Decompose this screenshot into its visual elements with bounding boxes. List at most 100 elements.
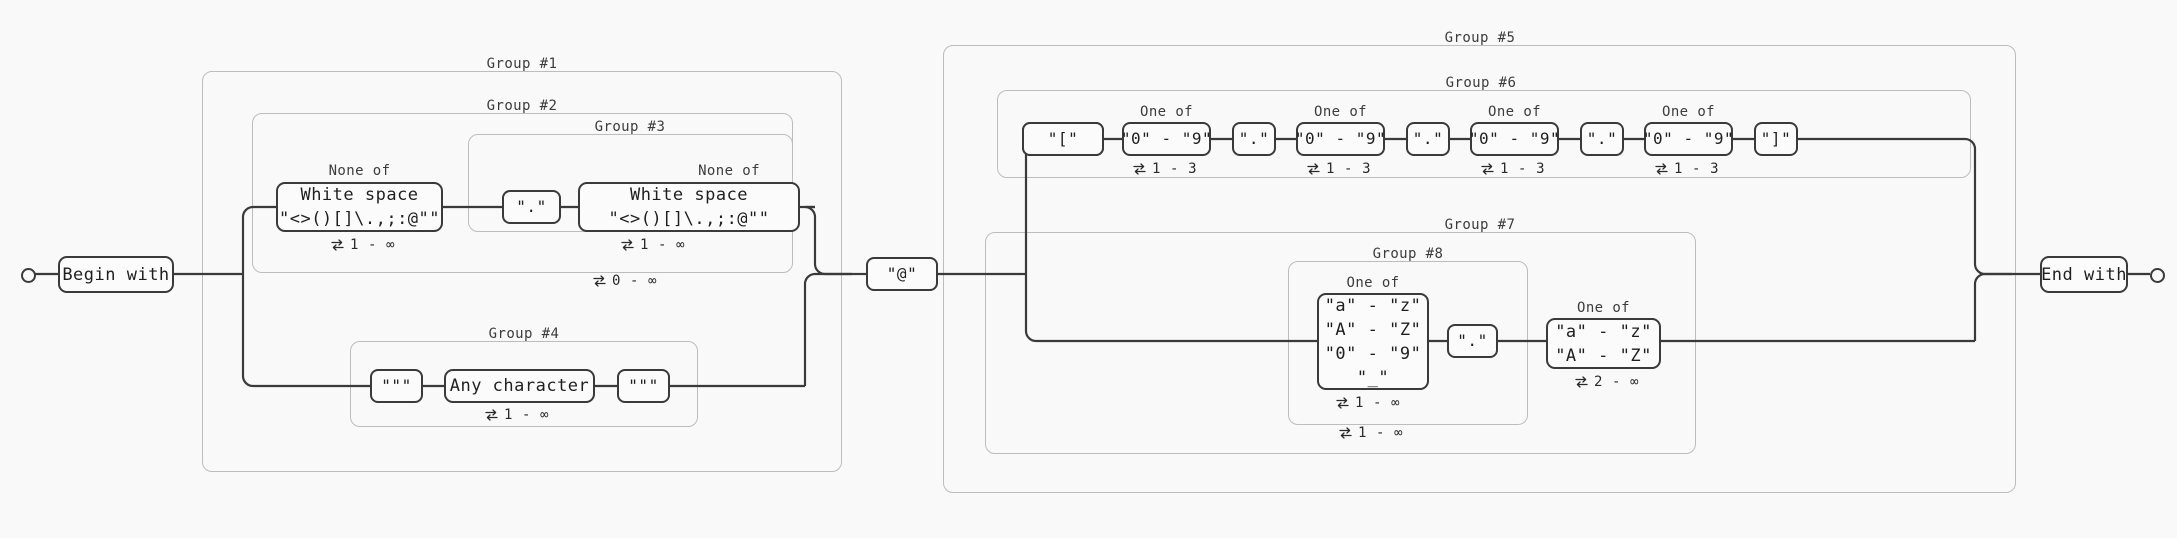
- none-of-whitespace-line1-2: White space: [629, 185, 749, 205]
- quantifier-group-8-text: 1 - ∞: [1358, 425, 1404, 441]
- group-frame-5: [943, 45, 2016, 493]
- quantifier-digit-2: 1 - 3: [1306, 161, 1371, 177]
- quantifier-whitespace-1: 1 - ∞: [330, 237, 395, 253]
- quantifier-domain-class: 1 - ∞: [1335, 395, 1400, 411]
- quantifier-digit-1: 1 - 3: [1132, 161, 1197, 177]
- repeat-icon: [621, 239, 634, 251]
- dot-ip-node-2[interactable]: ".": [1406, 122, 1450, 156]
- group-frame-6: [997, 90, 1971, 178]
- dot-node-g2[interactable]: ".": [502, 190, 561, 224]
- tld-class-line2: "A" - "Z": [1555, 345, 1652, 366]
- group-label-3: Group #3: [594, 119, 666, 135]
- quantifier-digit-4: 1 - 3: [1654, 161, 1719, 177]
- quantifier-group-3: 0 - ∞: [592, 273, 657, 289]
- dot-domain-label: ".": [1457, 331, 1488, 350]
- quote-close-node[interactable]: """: [617, 369, 670, 403]
- caption-one-of-digit-3: One of: [1488, 104, 1541, 120]
- quantifier-tld-class-text: 2 - ∞: [1594, 374, 1640, 390]
- digit-range-node-3[interactable]: "0" - "9": [1468, 122, 1561, 156]
- end-with-node[interactable]: End with: [2040, 256, 2128, 293]
- bracket-close-label: "]": [1760, 129, 1792, 148]
- digit-range-label-1: "0" - "9": [1120, 129, 1213, 148]
- end-terminal: [2150, 268, 2165, 283]
- repeat-icon: [593, 275, 606, 287]
- digit-range-label-2: "0" - "9": [1294, 129, 1387, 148]
- at-sign-label: "@": [886, 264, 918, 283]
- none-of-whitespace-node-1[interactable]: White space "<>()[]\.,;:@"": [276, 182, 443, 232]
- quantifier-whitespace-2-text: 1 - ∞: [640, 237, 686, 253]
- at-sign-node[interactable]: "@": [866, 257, 938, 291]
- caption-one-of-digit-2: One of: [1314, 104, 1367, 120]
- bracket-close-node[interactable]: "]": [1754, 122, 1798, 156]
- begin-with-label: Begin with: [62, 264, 170, 285]
- quantifier-digit-3: 1 - 3: [1480, 161, 1545, 177]
- any-character-node[interactable]: Any character: [444, 369, 595, 403]
- group-frame-8: [1288, 261, 1528, 425]
- repeat-icon: [485, 409, 498, 421]
- dot-ip-label-3: ".": [1586, 129, 1618, 148]
- group-label-6: Group #6: [1445, 75, 1517, 91]
- domain-class-line4: "_": [1356, 367, 1390, 388]
- repeat-icon: [331, 239, 344, 251]
- quantifier-digit-4-text: 1 - 3: [1674, 161, 1720, 177]
- quantifier-group-3-text: 0 - ∞: [612, 273, 658, 289]
- repeat-icon: [1307, 163, 1320, 175]
- digit-range-node-2[interactable]: "0" - "9": [1294, 122, 1387, 156]
- tld-class-line1: "a" - "z": [1555, 321, 1652, 342]
- none-of-whitespace-line2-2: "<>()[]\.,;:@"": [608, 209, 770, 229]
- quote-open-node[interactable]: """: [370, 369, 423, 403]
- begin-with-node[interactable]: Begin with: [58, 256, 174, 293]
- end-with-label: End with: [2041, 264, 2127, 285]
- one-of-tld-class-node[interactable]: "a" - "z" "A" - "Z": [1546, 318, 1661, 369]
- repeat-icon: [1339, 427, 1352, 439]
- digit-range-label-3: "0" - "9": [1468, 129, 1561, 148]
- group-frame-7: [985, 232, 1696, 454]
- quantifier-digit-2-text: 1 - 3: [1326, 161, 1372, 177]
- bracket-open-node-real[interactable]: "[": [1022, 122, 1104, 156]
- digit-range-label-4: "0" - "9": [1642, 129, 1735, 148]
- group-label-5: Group #5: [1444, 30, 1516, 46]
- repeat-icon: [1481, 163, 1494, 175]
- dot-domain-node[interactable]: ".": [1447, 324, 1498, 358]
- repeat-icon: [1575, 376, 1588, 388]
- quantifier-tld-class: 2 - ∞: [1574, 374, 1639, 390]
- repeat-icon: [1336, 397, 1349, 409]
- group-frame-4: [350, 341, 698, 427]
- domain-class-line1: "a" - "z": [1324, 295, 1422, 316]
- quantifier-whitespace-2: 1 - ∞: [620, 237, 685, 253]
- quantifier-whitespace-1-text: 1 - ∞: [350, 237, 396, 253]
- repeat-icon: [1133, 163, 1146, 175]
- none-of-whitespace-node-2[interactable]: White space "<>()[]\.,;:@"": [578, 182, 800, 232]
- caption-one-of-tld: One of: [1577, 300, 1630, 316]
- caption-none-of-2: None of: [698, 163, 760, 179]
- dot-ip-label-1: ".": [1238, 129, 1270, 148]
- digit-range-node-1[interactable]: "0" - "9": [1120, 122, 1213, 156]
- none-of-whitespace-line2-1: "<>()[]\.,;:@"": [278, 209, 441, 229]
- caption-one-of-domain: One of: [1346, 275, 1400, 291]
- group-label-1: Group #1: [486, 56, 558, 72]
- quantifier-domain-class-text: 1 - ∞: [1355, 395, 1401, 411]
- quantifier-any-character-text: 1 - ∞: [504, 407, 550, 423]
- caption-one-of-digit-1: One of: [1140, 104, 1193, 120]
- quantifier-digit-1-text: 1 - 3: [1152, 161, 1198, 177]
- quote-open-label: """: [381, 376, 412, 395]
- one-of-domain-class-node[interactable]: "a" - "z" "A" - "Z" "0" - "9" "_": [1317, 293, 1429, 390]
- any-character-label: Any character: [449, 376, 590, 396]
- group-label-4: Group #4: [488, 326, 560, 342]
- quantifier-digit-3-text: 1 - 3: [1500, 161, 1546, 177]
- dot-node-g2-label: ".": [516, 197, 547, 216]
- dot-ip-node-3[interactable]: ".": [1580, 122, 1624, 156]
- caption-one-of-digit-4: One of: [1662, 104, 1715, 120]
- none-of-whitespace-line1-1: White space: [300, 185, 419, 205]
- domain-class-line3: "0" - "9": [1324, 343, 1422, 364]
- quantifier-any-character: 1 - ∞: [484, 407, 549, 423]
- start-terminal: [21, 268, 36, 283]
- repeat-icon: [1655, 163, 1668, 175]
- group-label-7: Group #7: [1444, 217, 1516, 233]
- dot-ip-node-1[interactable]: ".": [1232, 122, 1276, 156]
- quote-close-label: """: [628, 376, 659, 395]
- digit-range-node-4[interactable]: "0" - "9": [1642, 122, 1735, 156]
- quantifier-group-8: 1 - ∞: [1338, 425, 1403, 441]
